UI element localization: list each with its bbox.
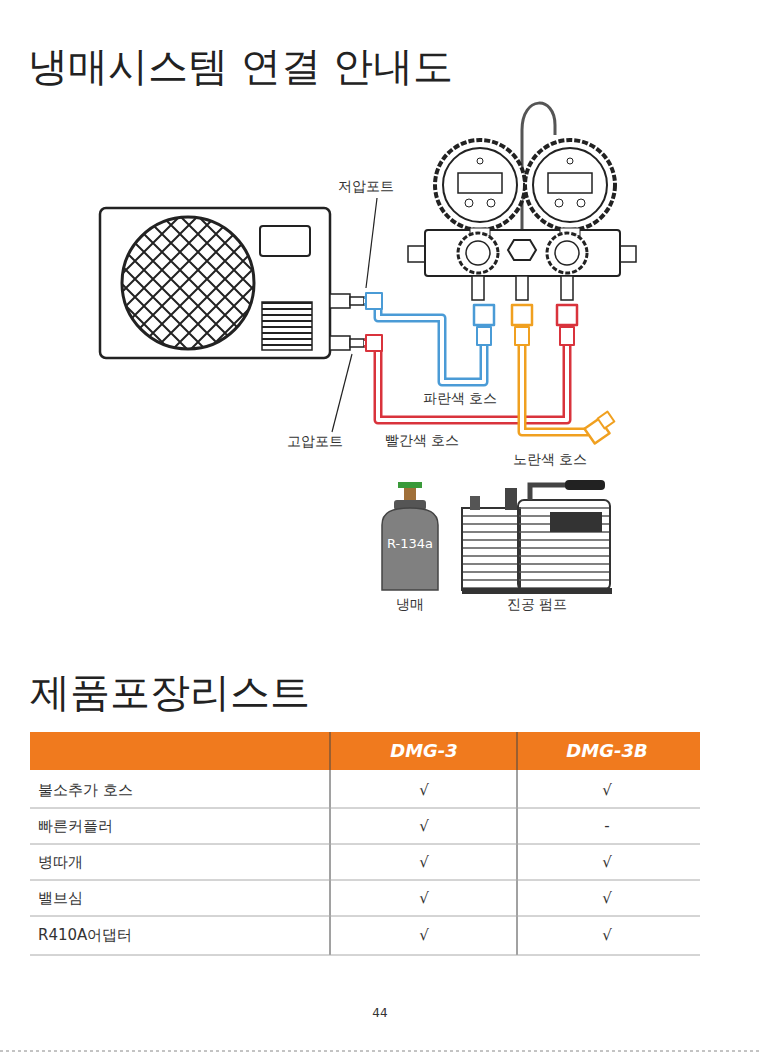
table-cell: R410A어댑터 bbox=[38, 926, 132, 944]
packing-table bbox=[30, 732, 700, 955]
hose-label: 파란색 호스 bbox=[423, 390, 497, 407]
bottle-label: R-134a bbox=[387, 536, 433, 552]
table-cell: 불소추가 호스 bbox=[38, 781, 133, 799]
table-cell: - bbox=[604, 817, 609, 835]
vent-grille bbox=[262, 302, 312, 350]
table-cell: 빠른커플러 bbox=[38, 817, 113, 835]
hose-label: 노란색 호스 bbox=[513, 451, 587, 468]
fan-grille bbox=[122, 217, 254, 349]
table-cell: √ bbox=[602, 889, 612, 907]
table-cell: 병따개 bbox=[38, 853, 83, 871]
section-heading: 제품포장리스트 bbox=[30, 668, 310, 716]
port-label: 고압포트 bbox=[287, 433, 343, 450]
leader-line bbox=[366, 198, 377, 288]
table-cell: √ bbox=[419, 889, 429, 907]
service-ports bbox=[330, 294, 364, 350]
table-cell: √ bbox=[602, 853, 612, 871]
table-cell: √ bbox=[419, 781, 429, 799]
table-cell: √ bbox=[419, 926, 429, 944]
part-name: 냉매 bbox=[396, 596, 424, 613]
part-name: 진공 펌프 bbox=[507, 596, 567, 613]
refrigerant-bottle bbox=[382, 482, 438, 590]
leader-line bbox=[332, 354, 352, 432]
table-cell: √ bbox=[602, 781, 612, 799]
table-cell: √ bbox=[419, 817, 429, 835]
table-cell: √ bbox=[419, 853, 429, 871]
cut-line bbox=[0, 1051, 761, 1052]
table-cell: √ bbox=[602, 926, 612, 944]
outdoor-unit bbox=[100, 208, 330, 358]
page-number: 44 bbox=[372, 1006, 387, 1020]
manifold-gauge bbox=[408, 103, 636, 300]
red-hose bbox=[364, 305, 577, 420]
unit-panel bbox=[260, 226, 310, 256]
table-cell: 밸브심 bbox=[38, 889, 83, 907]
port-label: 저압포트 bbox=[338, 178, 394, 195]
yellow-hose bbox=[512, 305, 614, 444]
page-title: 냉매시스템 연결 안내도 bbox=[28, 42, 453, 90]
vacuum-pump bbox=[462, 480, 612, 594]
column-header: DMG-3B bbox=[566, 740, 647, 762]
column-header: DMG-3 bbox=[390, 740, 458, 762]
blue-hose bbox=[364, 293, 494, 382]
hose-label: 빨간색 호스 bbox=[385, 432, 459, 449]
